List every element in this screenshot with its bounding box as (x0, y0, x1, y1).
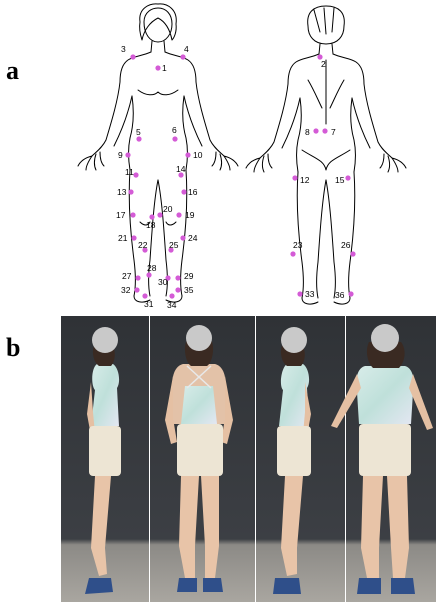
marker-label-31: 31 (144, 299, 154, 309)
marker-label-10: 10 (193, 150, 203, 160)
marker-label-12: 12 (300, 175, 310, 185)
marker-label-15: 15 (335, 175, 345, 185)
photo-side-view-right (256, 316, 345, 602)
marker-34 (169, 293, 174, 298)
marker-label-3: 3 (121, 44, 126, 54)
marker-label-36: 36 (335, 290, 345, 300)
marker-32 (134, 287, 139, 292)
marker-18 (149, 214, 154, 219)
marker-placement-diagram: 1 3 4 5 6 9 10 11 13 14 16 17 18 19 20 2… (62, 0, 434, 312)
subject-photo-strip (61, 316, 436, 602)
marker-20 (157, 212, 162, 217)
marker-label-18: 18 (146, 220, 156, 230)
marker-label-28: 28 (147, 263, 157, 273)
marker-11 (133, 172, 138, 177)
marker-4 (180, 54, 185, 59)
marker-label-14: 14 (176, 164, 186, 174)
front-body-outline (78, 4, 238, 302)
marker-label-24: 24 (188, 233, 198, 243)
marker-15 (345, 175, 350, 180)
marker-label-20: 20 (163, 204, 173, 214)
marker-label-1: 1 (162, 63, 167, 73)
marker-29 (175, 275, 180, 280)
front-markers: 1 3 4 5 6 9 10 11 13 14 16 17 18 19 20 2… (116, 44, 203, 310)
marker-label-33: 33 (305, 289, 315, 299)
marker-35 (175, 287, 180, 292)
marker-10 (185, 152, 190, 157)
photo-side-view-left (61, 316, 149, 602)
marker-label-21: 21 (118, 233, 128, 243)
marker-label-29: 29 (184, 271, 194, 281)
marker-label-4: 4 (184, 44, 189, 54)
marker-8 (313, 128, 318, 133)
marker-28 (146, 272, 151, 277)
marker-label-17: 17 (116, 210, 126, 220)
marker-3 (130, 54, 135, 59)
marker-label-35: 35 (184, 285, 194, 295)
marker-31 (142, 293, 147, 298)
panel-label-b: b (6, 333, 20, 363)
marker-label-19: 19 (185, 210, 195, 220)
marker-label-22: 22 (138, 240, 148, 250)
marker-label-26: 26 (341, 240, 351, 250)
marker-7 (322, 128, 327, 133)
marker-24 (180, 235, 185, 240)
face-blur-1 (92, 327, 118, 353)
face-blur-4 (371, 324, 399, 352)
marker-label-11: 11 (125, 167, 134, 177)
panel-label-a: a (6, 56, 19, 86)
marker-21 (131, 235, 136, 240)
face-blur-3 (281, 327, 307, 353)
back-body-outline (246, 6, 406, 304)
marker-1 (155, 65, 160, 70)
marker-label-2: 2 (321, 59, 326, 69)
marker-6 (172, 136, 177, 141)
marker-label-27: 27 (122, 271, 132, 281)
marker-36 (348, 291, 353, 296)
marker-label-30: 30 (158, 277, 168, 287)
marker-label-5: 5 (136, 127, 141, 137)
marker-9 (125, 152, 130, 157)
marker-label-6: 6 (172, 125, 177, 135)
marker-label-7: 7 (331, 127, 336, 137)
marker-26 (350, 251, 355, 256)
marker-13 (128, 189, 133, 194)
photo-back-view (150, 316, 255, 602)
marker-label-16: 16 (188, 187, 198, 197)
marker-12 (292, 175, 297, 180)
photo-front-view (331, 316, 436, 602)
marker-23 (290, 251, 295, 256)
marker-label-23: 23 (293, 240, 303, 250)
marker-label-25: 25 (169, 240, 179, 250)
marker-label-32: 32 (121, 285, 131, 295)
marker-label-9: 9 (118, 150, 123, 160)
marker-27 (135, 275, 140, 280)
marker-17 (130, 212, 135, 217)
face-blur-2 (186, 325, 212, 351)
marker-33 (297, 291, 302, 296)
marker-label-13: 13 (117, 187, 127, 197)
marker-5 (136, 136, 141, 141)
marker-label-34: 34 (167, 300, 177, 310)
marker-label-8: 8 (305, 127, 310, 137)
back-markers: 2 7 8 12 15 23 26 33 36 (290, 54, 355, 300)
marker-19 (176, 212, 181, 217)
marker-16 (181, 189, 186, 194)
